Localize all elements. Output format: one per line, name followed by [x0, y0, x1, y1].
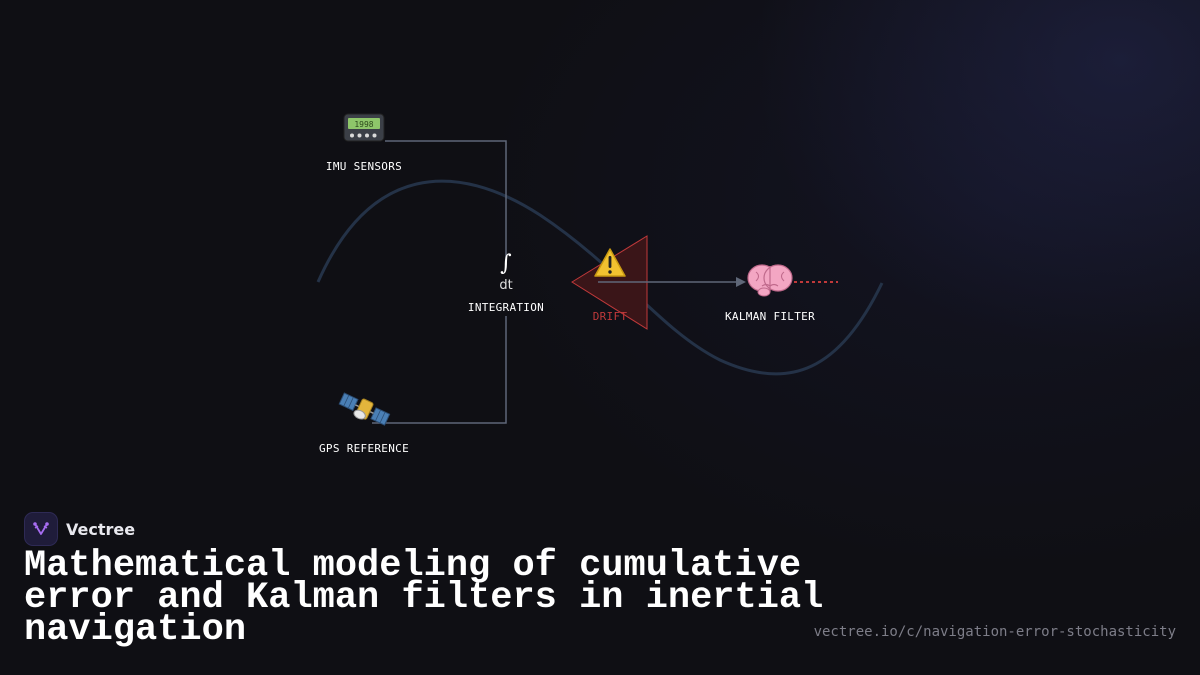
pager-icon: 1998 [343, 113, 385, 142]
kalman-filter-label: KALMAN FILTER [725, 310, 815, 323]
brain-icon [747, 264, 793, 297]
connector-gps-integration [372, 316, 507, 424]
connector-imu-integration [385, 140, 507, 258]
svg-text:∫: ∫ [500, 251, 512, 276]
brand-name: Vectree [66, 519, 136, 539]
drift-label: DRIFT [593, 310, 628, 323]
integration-label: INTEGRATION [468, 301, 544, 314]
warning-icon [594, 248, 626, 277]
vectree-logo-icon [24, 512, 58, 546]
integral-icon: ∫ dt [499, 251, 512, 293]
arrowhead-icon [736, 277, 746, 287]
satellite-icon [338, 392, 391, 426]
svg-text:dt: dt [499, 278, 512, 293]
page-url[interactable]: vectree.io/c/navigation-error-stochastic… [813, 624, 1176, 640]
page-title: Mathematical modeling of cumulative erro… [24, 545, 824, 651]
svg-text:1998: 1998 [354, 120, 373, 129]
diagram-canvas: 1998 ∫ dt IMU SENSORS GPS REFERENCE [316, 113, 884, 455]
brand: Vectree [24, 512, 135, 546]
gps-reference-label: GPS REFERENCE [319, 442, 409, 455]
imu-sensors-label: IMU SENSORS [326, 160, 402, 173]
